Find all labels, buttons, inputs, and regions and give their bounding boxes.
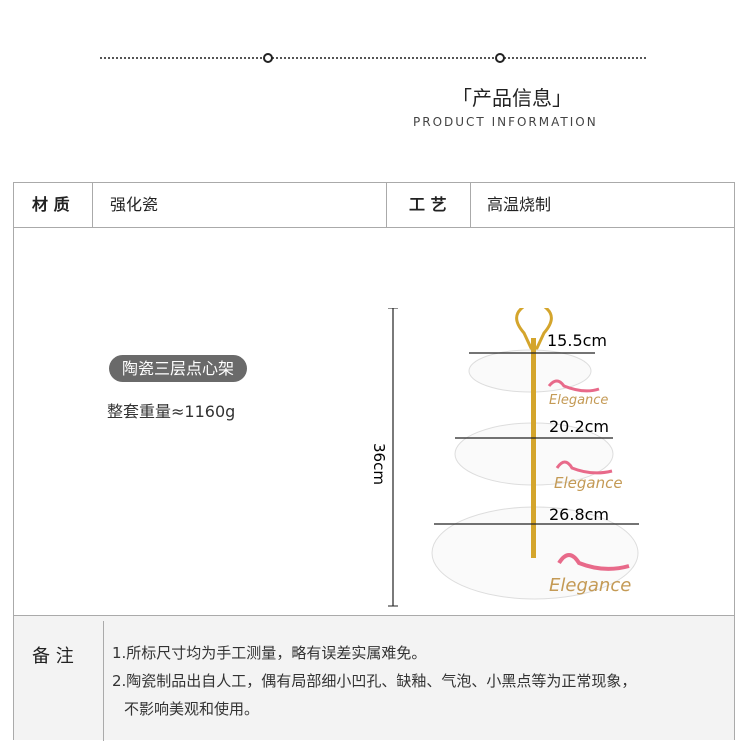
note-line: 2.陶瓷制品出自人工，偶有局部细小凹孔、缺釉、气泡、小黑点等为正常现象， [112,672,637,690]
flamingo-icon [557,553,630,571]
craft-label: 工 艺 [409,195,447,214]
plate-text: Elegance [549,575,631,596]
cake-stand-illustration: 36cm Elegance Elegance Elegance 15.5cm 2… [370,308,639,607]
dim-medium: 20.2cm [549,417,609,436]
ring-icon [495,53,505,63]
ring-icon [263,53,273,63]
height-label: 36cm [370,443,388,485]
flamingo-icon [547,379,600,393]
plate-text: Elegance [554,474,623,492]
note-line: 1.所标尺寸均为手工测量，略有误差实属难免。 [112,644,427,662]
craft-value: 高温烧制 [487,195,552,214]
note-line: 不影响美观和使用。 [124,700,260,718]
plate-small [468,349,592,393]
dim-large: 26.8cm [549,505,609,524]
product-name-badge: 陶瓷三层点心架 [109,355,248,382]
height-dimension: 36cm [370,308,398,607]
decorative-dotted-line [100,57,646,59]
notes-section: 备 注 1.所标尺寸均为手工测量，略有误差实属难免。 2.陶瓷制品出自人工，偶有… [14,615,734,741]
section-subtitle: PRODUCT INFORMATION [413,115,598,129]
dim-small: 15.5cm [547,331,607,350]
notes-label: 备 注 [32,646,74,667]
plate-text: Elegance [549,393,608,408]
gold-stem [531,338,536,558]
spec-row: 材 质 强化瓷 工 艺 高温烧制 [14,183,734,228]
flamingo-icon [555,460,613,475]
product-area: 陶瓷三层点心架 整套重量≈1160g 36cm Elegance Eleganc… [14,228,734,615]
material-label: 材 质 [32,195,70,214]
product-weight: 整套重量≈1160g [107,402,236,421]
section-title: 「产品信息」 [452,86,572,110]
material-value: 强化瓷 [110,195,159,214]
product-info-table: 材 质 强化瓷 工 艺 高温烧制 陶瓷三层点心架 整套重量≈1160g 36cm… [13,182,735,741]
